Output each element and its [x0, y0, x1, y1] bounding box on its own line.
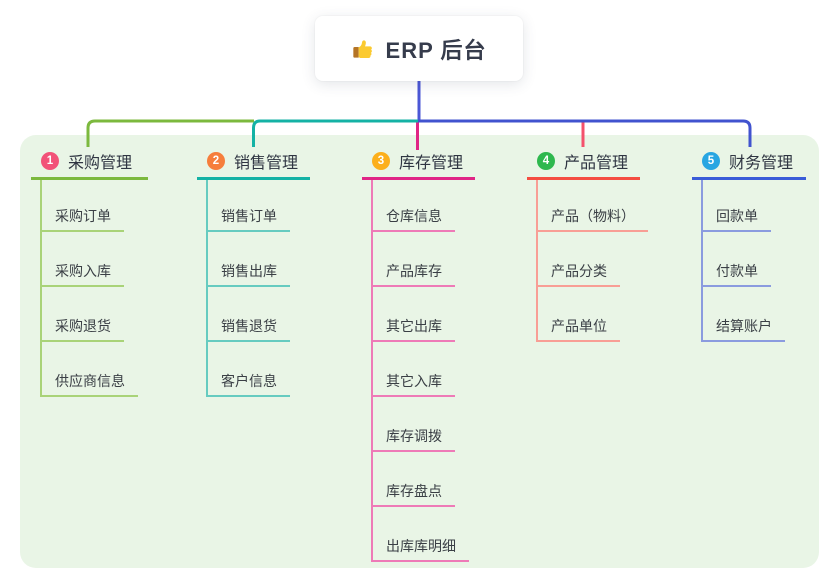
thumbs-up-icon — [352, 39, 372, 58]
branch-sales: 2 销售管理 销售订单 销售出库 销售退货 客户信息 — [197, 145, 310, 397]
branch-procurement: 1 采购管理 采购订单 采购入库 采购退货 供应商信息 — [31, 145, 148, 397]
root-node[interactable]: ERP 后台 — [315, 16, 523, 81]
branch-procurement-node[interactable]: 1 采购管理 — [31, 145, 148, 180]
badge-3: 3 — [372, 152, 390, 170]
badge-2: 2 — [207, 152, 225, 170]
branch-trunk-line — [371, 180, 373, 560]
branch-sales-node[interactable]: 2 销售管理 — [197, 145, 310, 180]
branch-trunk-line — [701, 180, 703, 340]
branch-label: 产品管理 — [564, 155, 629, 172]
tree-child-item[interactable]: 付款单 — [701, 259, 771, 287]
tree-child-item[interactable]: 其它入库 — [371, 369, 455, 397]
badge-5: 5 — [702, 152, 720, 170]
tree-child-item[interactable]: 库存盘点 — [371, 479, 455, 507]
tree-child-item[interactable]: 产品库存 — [371, 259, 455, 287]
tree-child-item[interactable]: 采购入库 — [40, 259, 124, 287]
tree-child-item[interactable]: 采购订单 — [40, 204, 124, 232]
tree-child-item[interactable]: 销售订单 — [206, 204, 290, 232]
branch-label: 销售管理 — [234, 155, 299, 172]
branch-label: 采购管理 — [68, 155, 133, 172]
tree-child-item[interactable]: 库存调拨 — [371, 424, 455, 452]
mindmap-background-panel — [20, 135, 819, 568]
branch-product: 4 产品管理 产品（物料） 产品分类 产品单位 — [527, 145, 648, 342]
badge-1: 1 — [41, 152, 59, 170]
tree-child-item[interactable]: 产品（物料） — [536, 204, 648, 232]
tree-child-item[interactable]: 出库库明细 — [371, 534, 469, 562]
tree-child-item[interactable]: 产品分类 — [536, 259, 620, 287]
branch-label: 库存管理 — [399, 155, 464, 172]
tree-child-item[interactable]: 其它出库 — [371, 314, 455, 342]
tree-child-item[interactable]: 回款单 — [701, 204, 771, 232]
branch-product-node[interactable]: 4 产品管理 — [527, 145, 640, 180]
tree-child-item[interactable]: 仓库信息 — [371, 204, 455, 232]
tree-child-item[interactable]: 客户信息 — [206, 369, 290, 397]
branch-trunk-line — [206, 180, 208, 395]
tree-child-item[interactable]: 销售出库 — [206, 259, 290, 287]
tree-child-item[interactable]: 供应商信息 — [40, 369, 138, 397]
branch-trunk-line — [40, 180, 42, 395]
tree-child-item[interactable]: 采购退货 — [40, 314, 124, 342]
branch-finance: 5 财务管理 回款单 付款单 结算账户 — [692, 145, 806, 342]
branch-finance-node[interactable]: 5 财务管理 — [692, 145, 806, 180]
branch-label: 财务管理 — [729, 155, 794, 172]
branch-inventory-node[interactable]: 3 库存管理 — [362, 145, 475, 180]
root-node-label: ERP 后台 — [385, 37, 487, 63]
badge-4: 4 — [537, 152, 555, 170]
tree-child-item[interactable]: 销售退货 — [206, 314, 290, 342]
branch-trunk-line — [536, 180, 538, 340]
tree-child-item[interactable]: 产品单位 — [536, 314, 620, 342]
tree-child-item[interactable]: 结算账户 — [701, 314, 785, 342]
branch-inventory: 3 库存管理 仓库信息 产品库存 其它出库 其它入库 库存调拨 库存盘点 出库库… — [362, 145, 475, 562]
